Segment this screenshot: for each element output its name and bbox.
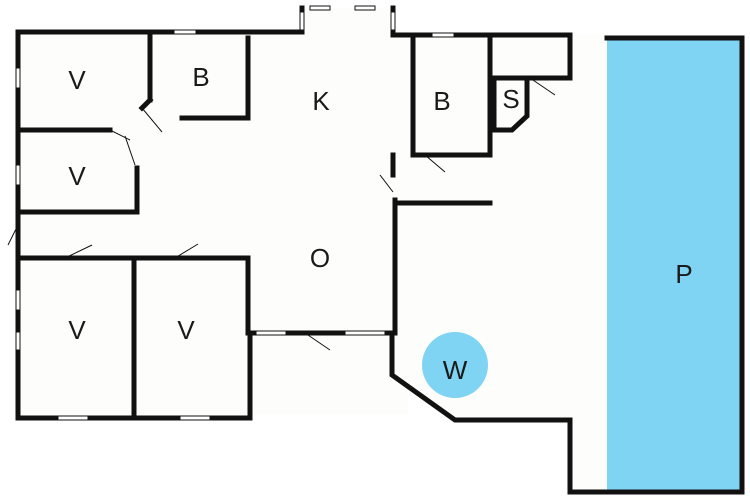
room-label-kitchen: K (312, 86, 330, 116)
room-label-living: O (310, 243, 330, 273)
door-swings (7, 77, 556, 351)
room-label-bedroom-3: V (68, 315, 86, 345)
whirlpool-area (422, 332, 488, 398)
room-label-bathroom-2: B (433, 86, 450, 116)
room-label-whirlpool: W (443, 355, 468, 385)
room-label-bedroom-1: V (68, 65, 86, 95)
room-label-bathroom-1: B (192, 62, 209, 92)
windows (15, 5, 455, 421)
room-label-bedroom-4: V (177, 315, 195, 345)
interior-walls (15, 29, 573, 418)
room-label-bedroom-2: V (68, 161, 86, 191)
pool-area (607, 38, 742, 490)
room-label-sauna: S (502, 84, 519, 114)
room-label-pool: P (675, 259, 692, 289)
terrace-floor (300, 8, 606, 492)
